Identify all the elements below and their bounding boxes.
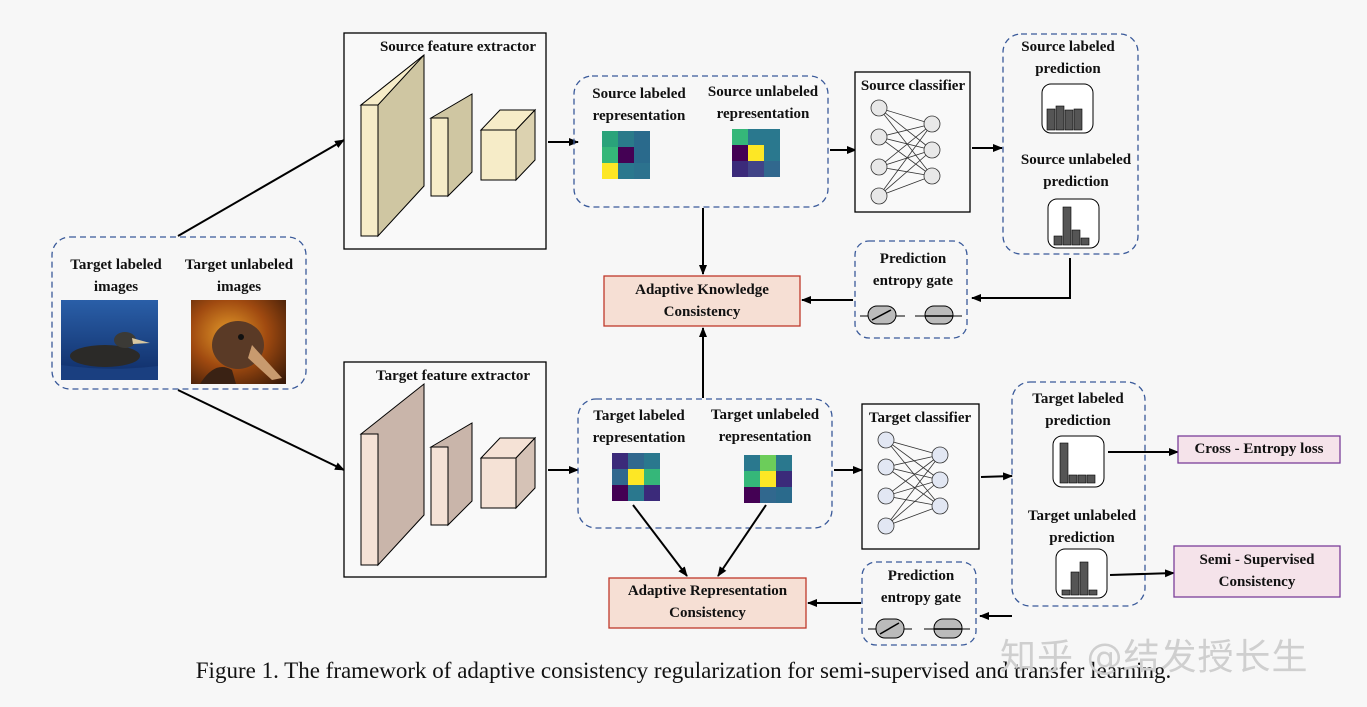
figure-caption: Figure 1. The framework of adaptive cons… xyxy=(195,658,1172,683)
target-cnn-blocks xyxy=(359,382,537,567)
cross-entropy-loss-label: Cross - Entropy loss xyxy=(1194,441,1324,457)
target-labeled-heatmap xyxy=(612,453,660,501)
source-labeled-hist xyxy=(1041,83,1094,134)
cross-entropy-loss-box xyxy=(1177,435,1341,464)
target-classifier-title: Target classifier xyxy=(868,410,972,426)
target-unlabeled-repr-label: Target unlabeled representation xyxy=(710,407,820,445)
source-classifier-title: Source classifier xyxy=(860,78,966,94)
adaptive-representation-consistency-box xyxy=(608,577,807,629)
prediction-entropy-gate-top-box xyxy=(854,240,968,339)
watermark: 知乎 @结发授长生 xyxy=(1000,637,1309,678)
source-extractor-title: Source feature extractor xyxy=(379,39,537,55)
switch-closed-icon-top xyxy=(915,305,962,325)
adaptive-knowledge-consistency-box xyxy=(603,275,801,327)
source-unlabeled-heatmap xyxy=(732,129,780,177)
target-unlabeled-heatmap xyxy=(744,455,792,503)
target-unlabeled-hist xyxy=(1055,548,1108,599)
labeled-image xyxy=(61,300,158,380)
source-labeled-heatmap xyxy=(602,131,650,179)
prediction-entropy-gate-bottom-box xyxy=(861,561,977,646)
source-cnn-blocks xyxy=(359,53,537,238)
switch-open-icon-top xyxy=(860,305,905,325)
target-prediction-box xyxy=(1011,381,1146,607)
switch-closed-icon-bottom xyxy=(924,618,970,639)
source-labeled-pred-label: Source labeled prediction xyxy=(1021,39,1115,77)
source-unlabeled-hist xyxy=(1047,198,1100,249)
source-unlabeled-pred-label: Source unlabeled prediction xyxy=(1020,152,1132,190)
source-labeled-repr-label: Source labeled representation xyxy=(592,86,686,124)
semi-supervised-consistency-label: Semi - Supervised Consistency xyxy=(1199,552,1315,590)
gate-top-title: Prediction entropy gate xyxy=(872,251,954,289)
source-representation-box xyxy=(573,75,829,208)
target-representation-box xyxy=(577,398,833,529)
target-labeled-pred-label: Target labeled prediction xyxy=(1032,391,1124,429)
switch-open-icon-bottom xyxy=(868,618,912,639)
unlabeled-image xyxy=(191,300,286,384)
target-labeled-hist xyxy=(1052,435,1105,488)
input-unlabeled-label: Target unlabeled images xyxy=(184,257,294,295)
adaptive-knowledge-consistency-label: Adaptive Knowledge Consistency xyxy=(635,282,769,320)
target-labeled-repr-label: Target labeled representation xyxy=(592,408,686,446)
adaptive-representation-consistency-label: Adaptive Representation Consistency xyxy=(627,583,788,621)
input-labeled-label: Target labeled images xyxy=(70,257,162,295)
source-unlabeled-repr-label: Source unlabeled representation xyxy=(707,84,819,122)
target-classifier-network xyxy=(877,431,949,535)
semi-supervised-consistency-box xyxy=(1173,545,1341,598)
input-images-box xyxy=(51,236,307,390)
target-unlabeled-pred-label: Target unlabeled prediction xyxy=(1027,508,1137,546)
target-extractor-title: Target feature extractor xyxy=(375,368,531,384)
gate-bottom-title: Prediction entropy gate xyxy=(880,568,962,606)
source-classifier-network xyxy=(870,99,941,205)
